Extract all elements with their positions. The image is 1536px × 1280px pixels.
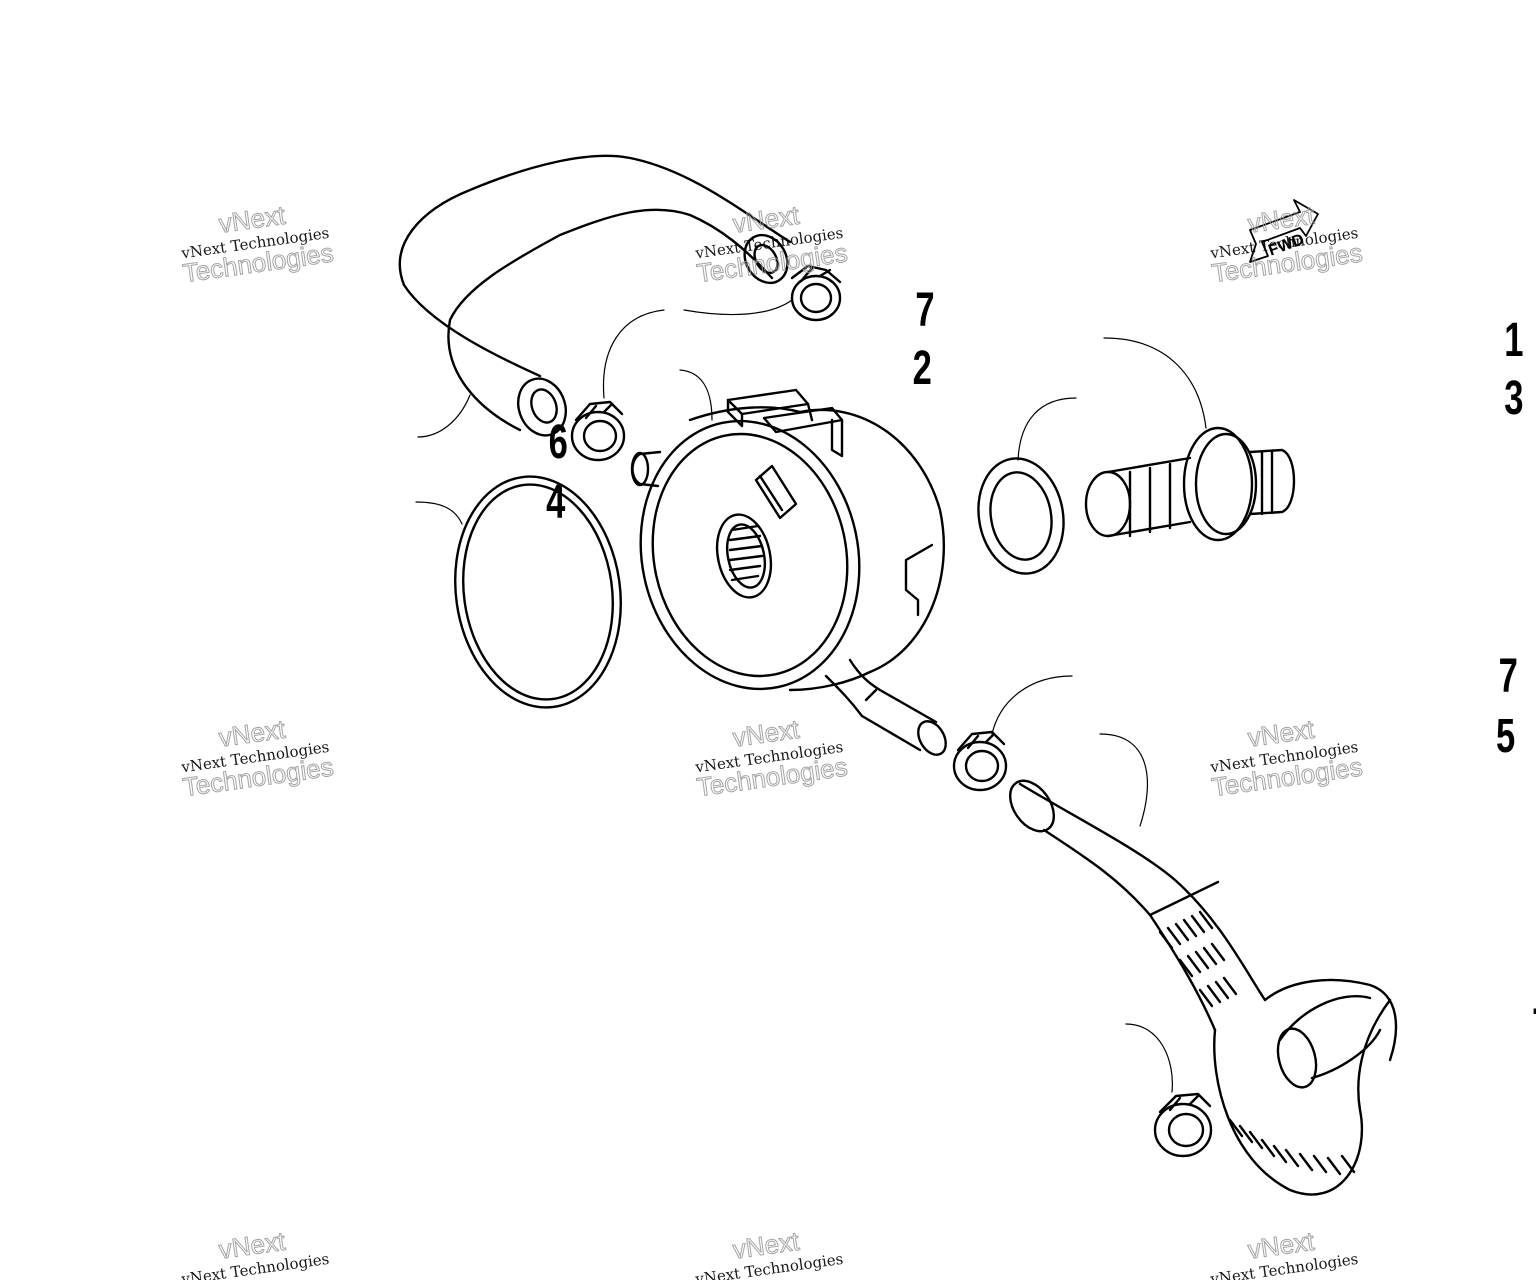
hose-clamp-lower bbox=[1155, 1094, 1211, 1156]
oil-cooler-part-2 bbox=[616, 390, 951, 760]
washer-part-3 bbox=[970, 452, 1073, 581]
leader-5 bbox=[1100, 734, 1147, 826]
watermark-middle-right: vNext vNext Technologies Technologies bbox=[1208, 713, 1365, 803]
leader-3 bbox=[1018, 398, 1076, 460]
watermark-bottom-center: vNext vNext Technologies bbox=[693, 1225, 844, 1280]
callout-4: 4 bbox=[546, 474, 566, 528]
leader-7-upper-left bbox=[604, 310, 665, 398]
hose-clamp-middle bbox=[954, 732, 1006, 790]
leader-4 bbox=[416, 502, 462, 524]
hose-clamp-top-right bbox=[792, 266, 840, 320]
callout-7-top: 7 bbox=[915, 282, 934, 336]
leader-7-top bbox=[684, 300, 792, 315]
leader-lines bbox=[416, 300, 1206, 1092]
callout-2: 2 bbox=[913, 340, 932, 394]
watermark-middle-center: vNext vNext Technologies Technologies bbox=[693, 713, 850, 803]
leader-6 bbox=[418, 395, 470, 437]
hose-clamp-upper-left bbox=[572, 402, 624, 460]
callout-5: 5 bbox=[1496, 708, 1515, 762]
watermark-top-left: vNext vNext Technologies Technologies bbox=[179, 199, 336, 289]
hose-upper-part-6 bbox=[400, 156, 796, 442]
callout-3: 3 bbox=[1504, 370, 1523, 424]
callout-6: 6 bbox=[549, 414, 568, 468]
leader-2 bbox=[680, 370, 712, 420]
leader-7-lower bbox=[1126, 1024, 1172, 1092]
callouts: 1 2 3 4 5 6 7 7 7 FWD bbox=[546, 231, 1536, 1052]
hose-lower-part-5 bbox=[1001, 773, 1396, 1195]
forward-arrow-icon bbox=[1250, 200, 1318, 262]
leader-1 bbox=[1104, 338, 1206, 428]
watermarks: vNext vNext Technologies Technologies vN… bbox=[179, 199, 1365, 1280]
watermark-bottom-right: vNext vNext Technologies bbox=[1208, 1225, 1359, 1280]
callout-7-lower: 7 bbox=[1532, 998, 1536, 1052]
fitting-bolt-part-1 bbox=[1086, 428, 1294, 540]
callout-1: 1 bbox=[1504, 312, 1523, 366]
watermark-middle-left: vNext vNext Technologies Technologies bbox=[179, 713, 336, 803]
watermark-bottom-left: vNext vNext Technologies bbox=[179, 1225, 330, 1280]
o-ring-part-4 bbox=[441, 466, 636, 719]
callout-7-middle: 7 bbox=[1499, 648, 1518, 702]
leader-7-middle bbox=[992, 676, 1072, 734]
watermark-top-right: vNext vNext Technologies Technologies bbox=[1208, 199, 1365, 289]
